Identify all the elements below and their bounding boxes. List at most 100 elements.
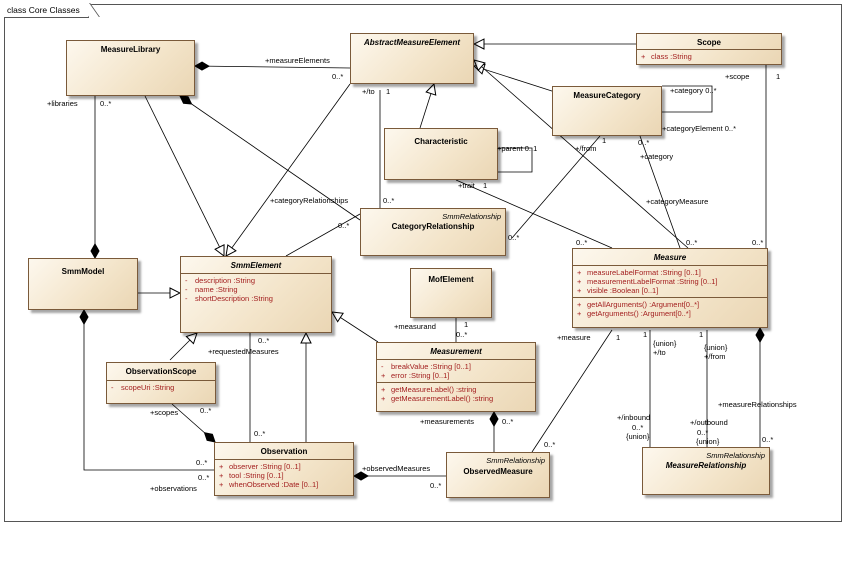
comp-os-obs — [171, 403, 216, 443]
attribute-row: +class :String — [641, 52, 692, 61]
multiplicity-label: 0..* — [456, 330, 468, 339]
edge-label: +observations — [150, 484, 197, 493]
multiplicity-label: 0..* — [638, 138, 650, 147]
class-name: AbstractMeasureElement — [363, 38, 461, 47]
class-name: ObservationScope — [125, 367, 197, 376]
class-characteristic[interactable]: Characteristic — [384, 128, 498, 180]
class-name: MofElement — [428, 275, 474, 284]
multiplicity-label: 0..* — [100, 99, 112, 108]
assoc-mc-measure — [639, 135, 681, 249]
class-name: Observation — [260, 447, 308, 456]
attribute-row: +visible :Boolean [0..1] — [577, 286, 659, 295]
class-name: Measurement — [430, 347, 482, 356]
class-name: Scope — [696, 38, 721, 47]
edge-label: +trait — [458, 181, 475, 190]
class-mof-element[interactable]: MofElement — [410, 268, 492, 318]
edge-label: +measurements — [420, 417, 474, 426]
edge-label: +/outbound — [690, 418, 728, 427]
multiplicity-label: 0..* — [338, 221, 350, 230]
attributes-section: -scopeUri :String — [107, 380, 215, 394]
edge-label: +requestedMeasures — [208, 347, 279, 356]
multiplicity-label: 1 — [483, 181, 488, 190]
edge-label: +observedMeasures — [362, 464, 431, 473]
edge-label: +categoryMeasure — [646, 197, 709, 206]
attribute-row: -breakValue :String [0..1] — [381, 362, 471, 371]
multiplicity-label: 1 — [464, 320, 469, 329]
edge-label: +measure — [557, 333, 591, 342]
multiplicity-label: 1 — [602, 136, 607, 145]
multiplicity-label: 0..* — [198, 473, 210, 482]
comp-ml-cr — [179, 95, 361, 221]
multiplicity-label: 1 — [776, 72, 781, 81]
class-name: SmmModel — [61, 267, 105, 276]
assoc-measure-om — [531, 329, 613, 453]
multiplicity-label: 0..* — [686, 238, 698, 247]
assoc-char-self — [498, 147, 533, 173]
class-name: Measure — [653, 253, 687, 262]
class-category-relationship[interactable]: SmmRelationship CategoryRelationship — [360, 208, 506, 256]
multiplicity-label: 0..* — [762, 435, 774, 444]
edge-label: +categoryElement 0..* — [662, 124, 737, 133]
gen-os-smm — [169, 333, 197, 361]
constraint-label: {union} — [696, 437, 720, 446]
assoc-char-measure — [455, 179, 613, 249]
class-name: CategoryRelationship — [391, 222, 475, 231]
edge-label: +/from — [704, 352, 726, 361]
operation-row: +getMeasurementLabel() :string — [381, 394, 494, 403]
attributes-section: +class :String — [637, 49, 781, 63]
class-smm-element[interactable]: SmmElement -description :String -name :S… — [180, 256, 332, 333]
class-observed-measure[interactable]: SmmRelationship ObservedMeasure — [446, 452, 550, 498]
class-measure-category[interactable]: MeasureCategory — [552, 86, 662, 136]
class-name: MeasureCategory — [573, 91, 641, 100]
edge-label: +category 0..* — [670, 86, 717, 95]
multiplicity-label: 1 — [616, 333, 621, 342]
constraint-label: {union} — [653, 339, 677, 348]
attribute-row: -scopeUri :String — [111, 383, 175, 392]
edge-label: +scope — [725, 72, 750, 81]
class-abstract-measure-element[interactable]: AbstractMeasureElement — [350, 33, 474, 84]
class-measurement[interactable]: Measurement -breakValue :String [0..1] +… — [376, 342, 536, 412]
multiplicity-label: 1 — [699, 330, 704, 339]
stereotype-label: SmmRelationship — [486, 456, 545, 465]
assoc-cr-smm — [285, 213, 361, 257]
gen-char-ame — [419, 84, 434, 129]
operation-row: +getAllArguments() :Argument[0..*] — [577, 300, 700, 309]
edge-label: +/to — [653, 348, 666, 357]
multiplicity-label: 1 — [643, 330, 648, 339]
attributes-section: -breakValue :String [0..1] +error :Strin… — [377, 359, 535, 382]
multiplicity-label: 0..* — [258, 336, 270, 345]
attribute-row: +error :String [0..1] — [381, 371, 450, 380]
class-observation[interactable]: Observation +observer :String [0..1] +to… — [214, 442, 354, 496]
multiplicity-label: 1 — [386, 87, 391, 96]
attribute-row: +observer :String [0..1] — [219, 462, 301, 471]
stereotype-label: SmmRelationship — [706, 451, 765, 460]
edge-label: +categoryRelationships — [270, 196, 349, 205]
multiplicity-label: 0..* — [254, 429, 266, 438]
class-scope[interactable]: Scope +class :String — [636, 33, 782, 65]
comp-model-obs — [79, 308, 214, 471]
gen-mc-ame — [474, 66, 556, 93]
operation-row: +getArguments() :Argument[0..*] — [577, 309, 691, 318]
constraint-label: {union} — [704, 343, 728, 352]
multiplicity-label: 0..* — [196, 458, 208, 467]
class-observation-scope[interactable]: ObservationScope -scopeUri :String — [106, 362, 216, 404]
class-measure-relationship[interactable]: SmmRelationship MeasureRelationship — [642, 447, 770, 495]
attribute-row: -description :String — [185, 276, 256, 285]
frame-title: class Core Classes — [4, 4, 89, 18]
multiplicity-label: 0..* — [383, 196, 395, 205]
multiplicity-label: 0..* — [697, 428, 709, 437]
class-measure[interactable]: Measure +measureLabelFormat :String [0..… — [572, 248, 768, 328]
attribute-row: +tool :String [0..1] — [219, 471, 284, 480]
class-smm-model[interactable]: SmmModel — [28, 258, 138, 310]
constraint-label: {union} — [626, 432, 650, 441]
edge-label: +scopes — [150, 408, 179, 417]
gen-meas-smm — [332, 312, 379, 343]
attributes-section: +observer :String [0..1] +tool :String [… — [215, 459, 353, 491]
edge-label: +measureRelationships — [718, 400, 797, 409]
edge-label: +category — [640, 152, 674, 161]
multiplicity-label: 0..* — [576, 238, 588, 247]
class-name: Characteristic — [414, 137, 468, 146]
class-measure-library[interactable]: MeasureLibrary — [66, 40, 195, 96]
edge-label: +/inbound — [617, 413, 651, 422]
